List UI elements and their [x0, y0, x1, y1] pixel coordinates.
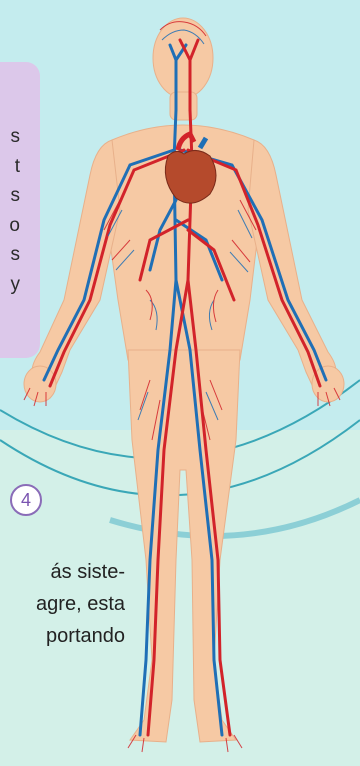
body-silhouette [24, 18, 344, 742]
